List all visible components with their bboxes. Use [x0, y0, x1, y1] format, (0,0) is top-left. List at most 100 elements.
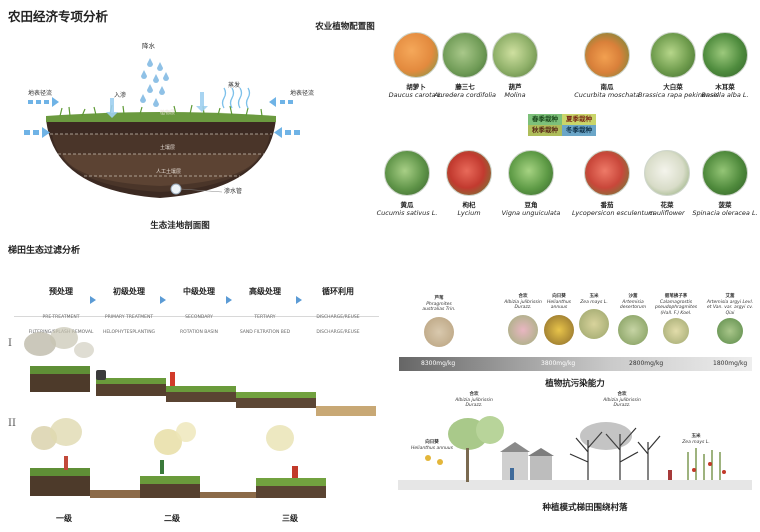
- plant-name: 胡萝卜: [406, 83, 426, 91]
- plant-name: 木耳菜: [715, 83, 735, 91]
- infiltration-label: 入渗: [114, 92, 127, 99]
- plant-photo: [663, 318, 689, 344]
- plant-latin: Brassica rapa pekinensis: [638, 91, 719, 99]
- plant-latin: Albizia julibrissin Durazz.: [455, 397, 493, 409]
- stage-en: PRE-TREATMENT: [42, 315, 80, 320]
- pollution-scale-bar: 8300mg/kg 3800mg/kg 2800mg/kg 1800mg/kg: [399, 357, 752, 371]
- plant-name: 黄瓜: [400, 201, 414, 209]
- plant-latin: Artemisia argyi Levl. et Van. var. argyi…: [706, 299, 754, 316]
- plant-photo: [644, 150, 690, 196]
- plant-latin: Lycium: [457, 209, 481, 217]
- plant-latin: Zea mays L.: [580, 299, 608, 305]
- pipe-label: 渗水管: [224, 188, 243, 195]
- plant-name: 番茄: [600, 201, 614, 209]
- plant-photo: [584, 32, 630, 78]
- plant-name: 芦苇: [434, 296, 444, 301]
- plant-name: 假苇拂子茅: [664, 294, 688, 299]
- plant-photo: [424, 316, 454, 347]
- scale-value: 2800mg/kg: [629, 360, 664, 367]
- plant-latin: Daucus carota L.: [388, 91, 444, 99]
- stage-en: TERTIARY: [254, 315, 276, 320]
- plant-name: 豆角: [524, 201, 538, 209]
- rain-label: 降水: [142, 42, 155, 50]
- plant-latin: Cucumis sativus L.: [376, 209, 438, 217]
- plant-name: 葫芦: [508, 83, 522, 91]
- plant-photo: [702, 32, 748, 78]
- plant-name: 合欢: [518, 294, 528, 299]
- plant-name: 枸杞: [462, 201, 476, 209]
- scale-value: 1800mg/kg: [713, 360, 748, 367]
- scale-value: 3800mg/kg: [541, 360, 576, 367]
- layer-plant-label: 植物层: [160, 110, 176, 116]
- stage-en2: DISCHARGE/REUSE: [316, 330, 360, 335]
- plant-latin: Phragmites australias Trin.: [422, 301, 456, 313]
- plant-photo: [384, 150, 430, 196]
- plant-photo: [442, 32, 488, 78]
- plant-name: 向日葵: [425, 440, 439, 445]
- section2-title: 农业植物配置图: [315, 22, 375, 32]
- plant-photo: [650, 32, 696, 78]
- stage-name: 初级处理: [113, 287, 145, 296]
- plant-name: 花菜: [660, 201, 674, 209]
- plant-name: 藤三七: [455, 83, 475, 91]
- stage-en: SECONDARY: [185, 315, 213, 320]
- season-spring: 春季栽种: [528, 114, 562, 125]
- eco-depression-diagram: [24, 58, 300, 198]
- plant-latin: Albizia julibrissin Durazz.: [504, 299, 542, 311]
- plant-name: 菠菜: [718, 201, 732, 209]
- level-3-label: 三级: [282, 514, 298, 523]
- page-title: 农田经济专项分析: [8, 9, 109, 24]
- plant-latin: Spinacia oleracea L.: [692, 209, 758, 217]
- level-2-label: 二级: [164, 514, 180, 523]
- row-label-I: I: [8, 338, 12, 349]
- plant-name: 沙蒿: [628, 294, 638, 299]
- plant-photo: [584, 150, 630, 196]
- season-autumn: 秋季栽种: [528, 125, 562, 136]
- stage-en2: HELOPHYTESPLANTING: [102, 330, 156, 335]
- plant-name: 玉米: [589, 294, 599, 299]
- section4-title: 植物抗污染能力: [545, 379, 605, 389]
- plant-latin: Molina: [504, 91, 526, 99]
- plant-latin: Anredera cordifolia: [433, 91, 497, 99]
- plant-latin: Albizia julibrissin Durazz.: [603, 397, 641, 409]
- layer-artificial-label: 人工土壤层: [156, 169, 182, 175]
- scale-value: 8300mg/kg: [421, 360, 456, 367]
- plant-name: 艾蒿: [725, 294, 735, 299]
- plant-latin: cauliflower: [649, 209, 685, 217]
- plant-latin: Cucurbita moschata: [574, 91, 640, 99]
- rain-drops: [140, 58, 169, 107]
- level-1-label: 一级: [56, 514, 72, 523]
- terrace-filtration-illustration: [24, 296, 376, 498]
- section5-title: 种植模式梯田围绕村落: [542, 503, 628, 513]
- village-planting-illustration: [398, 416, 752, 490]
- stage-name: 预处理: [49, 287, 73, 296]
- stage-en2: ROTATION BASIN: [180, 330, 218, 335]
- plant-latin: Artemisia desertorum: [619, 299, 647, 311]
- plant-latin: Calamagrostis pseudophragmites (Hall. F.…: [654, 299, 698, 316]
- stage-en2: SAND FILTRATION BED: [239, 330, 291, 335]
- runoff-right-label: 地表径流: [290, 90, 315, 97]
- plant-latin: Basella alba L.: [701, 91, 749, 99]
- stage-divider-line: [14, 316, 379, 317]
- plant-photo: [717, 318, 743, 344]
- plant-latin: Lycopersicon esculentum: [572, 209, 655, 217]
